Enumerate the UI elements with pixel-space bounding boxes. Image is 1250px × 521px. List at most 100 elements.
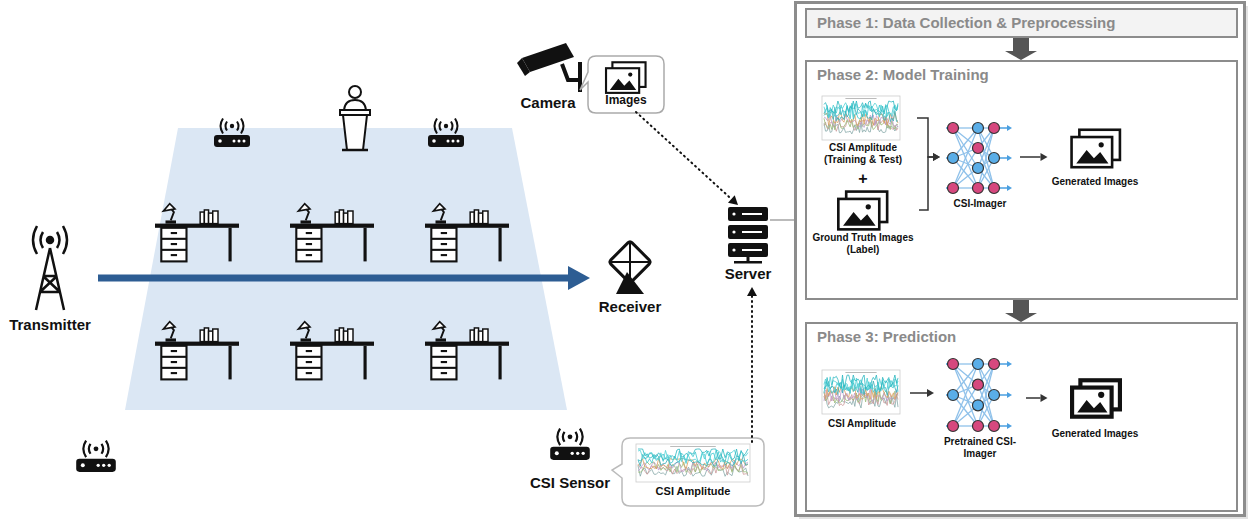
model-node: Pretrained CSI-Imager [934,354,1026,463]
drawing-stroke [845,372,876,373]
phase-title: Phase 1: Data Collection & Preprocessing [807,10,1236,35]
receiver-dish [609,241,651,294]
server-icon [732,212,735,215]
router-icons [550,429,590,460]
plot-line [638,449,748,461]
transmitter-node: Transmitter [2,224,98,338]
phase-box: Phase 3: PredictionCSI AmplitudePretrain… [805,322,1238,512]
receiver-node: Receiver [590,234,670,320]
desk-icons [425,322,509,380]
drawing-stroke [1007,423,1012,429]
phase-title: Phase 2: Model Training [807,62,1236,87]
podium-speaker [342,149,368,152]
speech-bubble [580,56,664,113]
server-link [770,220,794,221]
node-label: Server [725,265,772,282]
sensor-node: CSI Sensor [522,424,618,496]
podium-speaker [343,115,367,150]
server-node: Server [716,205,780,287]
arrow-head [1041,153,1048,161]
connector-line [919,157,933,210]
desk-icons [155,204,239,262]
camera-icon [517,58,530,76]
drawing-stroke [1007,125,1012,131]
receiver-dish [616,272,644,294]
camera-icon [517,43,582,92]
podium-speaker [344,100,366,110]
connector-line [1020,156,1041,158]
node-label: Transmitter [9,316,91,333]
arrow-head [933,153,940,161]
drawing-stroke [972,379,983,390]
podium-speaker [340,86,370,150]
drawing-stroke [989,390,1000,401]
arrow-head [747,287,757,296]
image-icon [838,192,887,230]
node-label: Images [605,94,646,108]
speech-bubble [612,438,764,506]
drawing-stroke [1000,157,1008,159]
speech-bubble [580,56,664,113]
drawing-stroke [972,359,983,370]
connector-line [917,118,933,157]
pipeline-panel [796,3,1245,516]
arrow-connector [1026,394,1048,402]
router-icons [76,441,116,472]
room-floor [125,128,567,410]
plus-sign: + [858,171,867,187]
desk-icons [290,204,374,262]
dotted-arrow [636,112,738,205]
arrow-connector [917,118,940,161]
podium-speaker [349,86,361,98]
phase-box: Phase 2: Model TrainingCSI Amplitude (Tr… [805,60,1238,300]
room-floor [125,128,567,410]
server-link [770,219,794,221]
csi-plot [822,370,900,414]
server-icon [728,225,768,239]
server-icon [742,249,762,251]
drawing-stroke [1007,155,1012,161]
drawing-stroke [972,421,983,432]
csi-plot [636,444,750,482]
block-arrow [1005,300,1037,322]
arrow-head [933,153,940,161]
plot-line [824,375,898,389]
image-icon [838,192,887,230]
drawing-stroke [1000,425,1008,427]
drawing-stroke [1000,363,1008,365]
plot-line [638,450,748,462]
node-label: Generated Images [1052,176,1139,188]
image-bubble: Images [591,58,661,112]
drawing-stroke [948,421,959,432]
server-icon [732,248,735,251]
server-icon [734,261,762,264]
block-arrow [1005,38,1037,60]
drawing-stroke [972,143,983,154]
drawing-stroke [989,183,1000,194]
desk-icons [290,322,374,380]
node-label: Pretrained CSI-Imager [938,436,1022,459]
network-icon [946,359,1012,432]
image-node: Generated Images [1048,126,1143,192]
phase-title: Phase 3: Prediction [807,324,1236,349]
drawing-stroke [989,421,1000,432]
transmitter-tower [33,226,67,310]
image-icon [1072,130,1120,167]
node-label: CSI Sensor [530,474,610,491]
drawing-stroke [670,446,716,447]
drawing-stroke [972,183,983,194]
router-icons [76,119,590,472]
drawing-stroke [989,359,1000,370]
block-arrow [1005,38,1037,60]
pipeline-panel [796,3,1249,520]
camera-icon [562,64,578,80]
camera-icon [522,43,574,72]
speech-bubble [606,62,646,93]
server-icon [732,230,735,233]
node-label: CSI Amplitude [828,418,896,430]
csi-plot-node: CSI Amplitude (Training & Test) [809,94,917,169]
arrow-connector [98,266,590,290]
phase-box: Phase 1: Data Collection & Preprocessing [805,8,1238,38]
